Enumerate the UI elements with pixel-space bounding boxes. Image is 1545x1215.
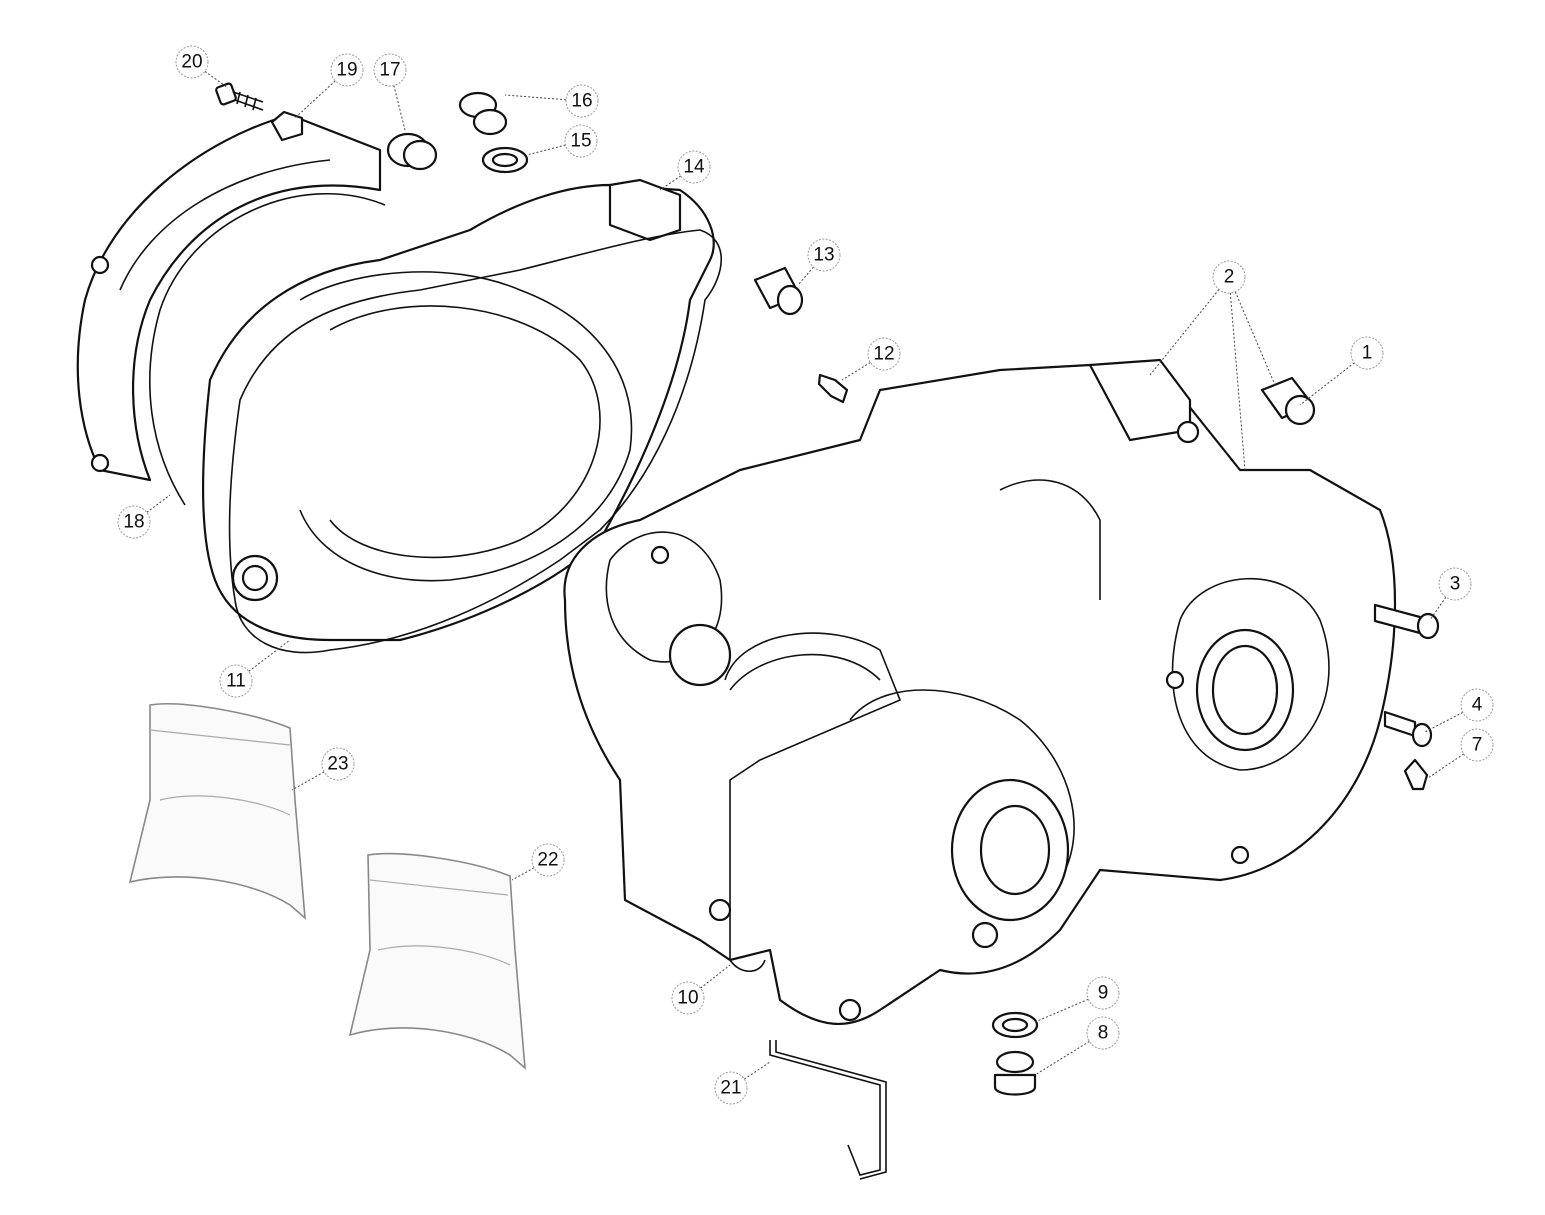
leader-line-13 [797,254,825,286]
callout-number: 11 [226,671,246,692]
gasket-10 [724,632,902,973]
callout-circle [373,53,407,87]
callout-circle [117,505,151,539]
callout-number: 3 [1450,574,1461,595]
callout-circle [1438,567,1472,601]
washer-15 [481,146,529,174]
callout-23: 23 [321,747,355,781]
callout-number: 1 [1362,343,1373,364]
callout-number: 20 [181,52,202,73]
o-ring [149,192,386,506]
plug-17 [386,132,438,171]
callout-18: 18 [117,505,151,539]
callout-number: 4 [1472,695,1483,716]
leader-line-11 [235,639,291,682]
callout-number: 8 [1098,1023,1109,1044]
callout-number: 22 [537,850,558,871]
callout-2: 2 [1212,260,1246,294]
bushing-1 [1260,376,1316,426]
bolt-4 [1383,710,1433,748]
callout-circle [677,150,711,184]
fitting-7 [1403,758,1429,791]
callout-9: 9 [1086,976,1120,1010]
callout-circle [1350,336,1384,370]
callout-circle [714,1071,748,1105]
callout-number: 19 [336,60,357,81]
callout-number: 21 [720,1078,741,1099]
callout-17: 17 [373,53,407,87]
callout-circle [1460,688,1494,722]
callout-number: 13 [813,245,834,266]
callout-circle [330,53,364,87]
leader-line-2 [1228,276,1246,471]
callout-circle [1086,976,1120,1010]
bolt-3 [1373,603,1440,640]
callout-circle [807,238,841,272]
callout-10: 10 [671,981,705,1015]
leader-line-18 [133,494,171,523]
callout-13: 13 [807,238,841,272]
fitting-12 [817,373,849,404]
callout-circle [867,337,901,371]
callout-15: 15 [564,124,598,158]
callout-circle [531,843,565,877]
callout-number: 18 [123,512,144,533]
callout-21: 21 [714,1071,748,1105]
callout-circle [175,45,209,79]
leader-line-14 [659,166,695,191]
crankcase [563,358,1397,1026]
callout-number: 15 [570,131,591,152]
callout-number: 2 [1224,267,1235,288]
gasket [228,229,723,654]
callout-circle [321,747,355,781]
small-parts [215,82,1440,1180]
sealant-bag-22 [348,852,526,1070]
callout-1: 1 [1350,336,1384,370]
leader-line-7 [1424,744,1478,781]
leader-line-3 [1429,583,1456,621]
callout-circle [565,84,599,118]
wire-21 [769,1040,887,1180]
clutch-cover [201,178,715,642]
callout-16: 16 [565,84,599,118]
callout-14: 14 [677,150,711,184]
callout-number: 16 [571,91,592,112]
callout-circle [564,124,598,158]
callout-number: 14 [683,157,705,178]
bushing-13 [753,266,804,316]
callout-circle [671,981,705,1015]
callout-22: 22 [531,843,565,877]
leader-line-2 [1149,276,1230,376]
callout-circle [1212,260,1246,294]
callout-19: 19 [330,53,364,87]
ignition-cover [76,110,382,482]
callout-11: 11 [219,664,253,698]
callout-circle [1460,728,1494,762]
callout-circle [219,664,253,698]
sealant-bag-23 [128,703,306,920]
plug-16 [458,91,508,136]
callout-7: 7 [1460,728,1494,762]
callout-20: 20 [175,45,209,79]
leader-line-20 [191,61,229,89]
bolt-20 [215,82,264,111]
callout-number: 9 [1098,983,1109,1004]
washer-9 [991,1011,1039,1039]
callout-number: 7 [1472,735,1483,756]
callout-4: 4 [1460,688,1494,722]
plug-8 [993,1050,1037,1096]
callout-number: 12 [873,344,894,365]
callout-number: 10 [677,988,698,1009]
callout-8: 8 [1086,1016,1120,1050]
callout-number: 17 [379,60,400,81]
leader-line-22 [511,859,549,881]
callout-number: 23 [327,754,348,775]
callout-3: 3 [1438,567,1472,601]
callout-12: 12 [867,337,901,371]
callout-circle [1086,1016,1120,1050]
leader-line-2 [1228,276,1276,386]
